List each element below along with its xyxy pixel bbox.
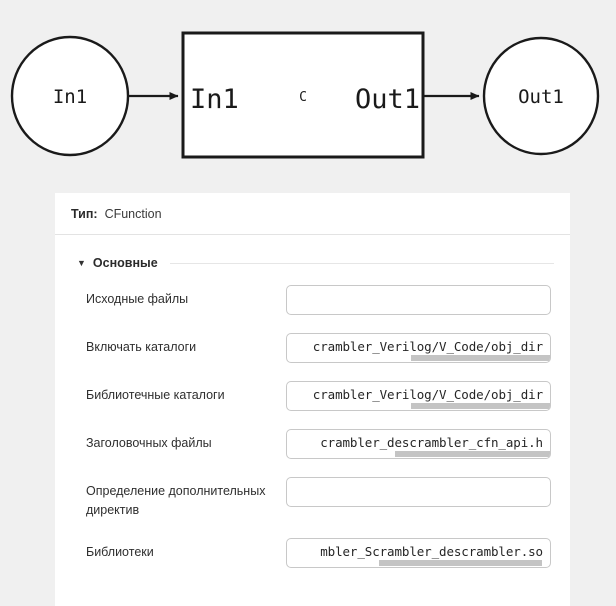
field-input[interactable]: mbler_Scrambler_descrambler.so — [286, 538, 551, 568]
section-title: Основные — [92, 256, 158, 270]
field-label: Заголовочных файлы — [86, 436, 212, 450]
diagram-node-in1[interactable] — [10, 35, 130, 157]
field-input-value: mbler_Scrambler_descrambler.so — [320, 544, 543, 559]
type-label: Тип: — [71, 206, 98, 221]
horizontal-scrollbar[interactable] — [394, 451, 550, 457]
field-row: Заголовочных файлы crambler_descrambler_c… — [55, 429, 570, 459]
horizontal-scrollbar[interactable] — [410, 403, 550, 409]
field-input[interactable]: crambler_descrambler_cfn_api.h — [286, 429, 551, 459]
block-kind-label: C — [299, 90, 307, 105]
field-row: Определение дополнительных директив — [55, 477, 570, 520]
block-diagram-canvas[interactable]: In1 In1 C Out1 Out1 — [0, 0, 616, 180]
field-input-value: crambler_Verilog/V_Code/obj_dir — [312, 387, 543, 402]
block-input-port-label: In1 — [190, 84, 239, 115]
section-header-osnovnye[interactable]: ▼ Основные — [55, 243, 570, 283]
type-row: Тип: CFunction — [55, 193, 570, 235]
properties-panel: Тип: CFunction ▼ Основные Исходные файлы… — [55, 193, 570, 606]
field-label: Библиотечные каталоги — [86, 388, 225, 402]
field-row: Библиотеки mbler_Scrambler_descrambler.so — [55, 538, 570, 568]
horizontal-scrollbar[interactable] — [379, 560, 543, 566]
field-row: Исходные файлы — [55, 285, 570, 315]
diagram-node-in1-label: In1 — [53, 86, 87, 108]
field-input[interactable]: crambler_Verilog/V_Code/obj_dir — [286, 333, 551, 363]
field-label: Включать каталоги — [86, 340, 197, 354]
diagram-block-cfunction[interactable] — [181, 31, 425, 159]
field-label: Исходные файлы — [86, 292, 189, 306]
field-label: Библиотеки — [86, 545, 154, 559]
diagram-node-out1[interactable] — [482, 36, 600, 156]
field-label: Определение дополнительных директив — [86, 484, 266, 517]
field-input[interactable] — [286, 477, 551, 507]
diagram-node-out1-label: Out1 — [518, 86, 564, 108]
section-divider — [169, 262, 554, 264]
field-input[interactable] — [286, 285, 551, 315]
diagram-svg: In1 In1 C Out1 Out1 — [10, 31, 600, 159]
field-input-value: crambler_descrambler_cfn_api.h — [320, 435, 543, 450]
field-input-value: crambler_Verilog/V_Code/obj_dir — [312, 339, 543, 354]
triangle-down-icon[interactable]: ▼ — [77, 257, 86, 268]
horizontal-scrollbar[interactable] — [410, 355, 550, 361]
type-value: CFunction — [104, 206, 162, 221]
block-output-port-label: Out1 — [355, 84, 420, 115]
field-row: Библиотечные каталоги crambler_Verilog/V_… — [55, 381, 570, 411]
field-row: Включать каталоги crambler_Verilog/V_Code… — [55, 333, 570, 363]
field-input[interactable]: crambler_Verilog/V_Code/obj_dir — [286, 381, 551, 411]
